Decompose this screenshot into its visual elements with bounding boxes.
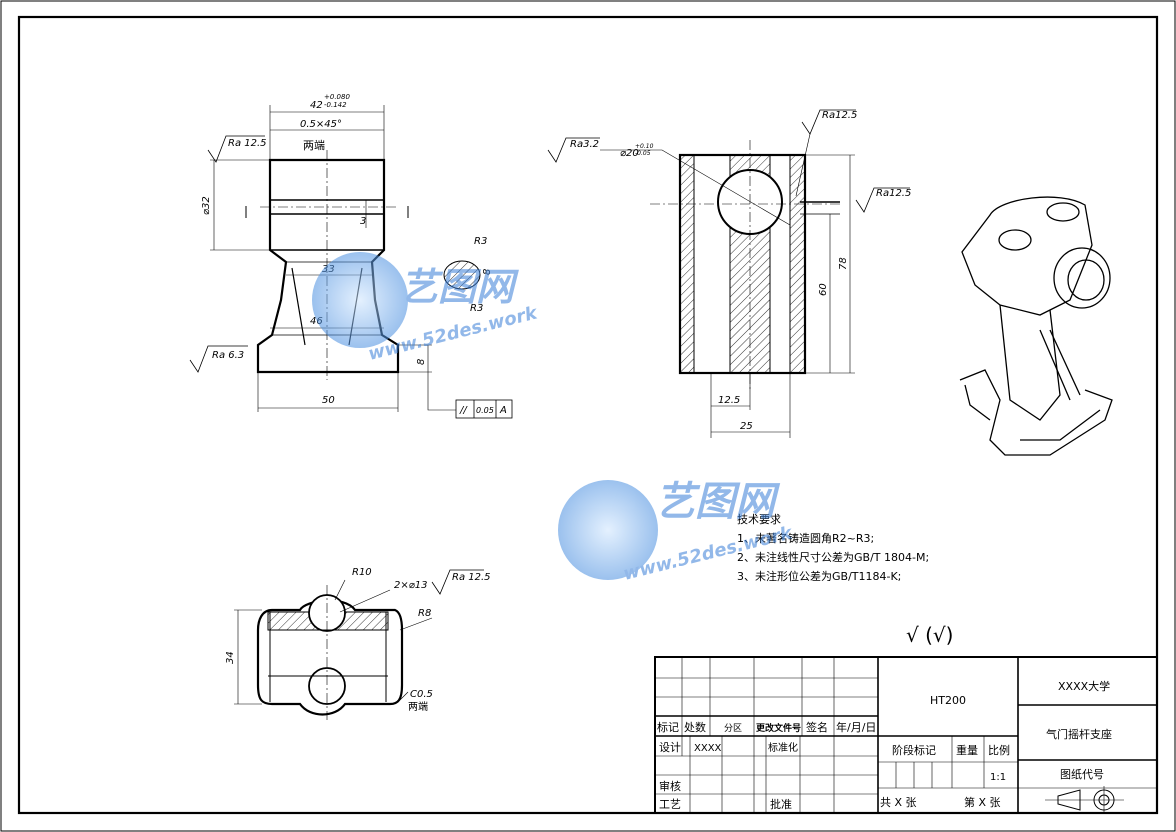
top-dim-34: 34 [225, 651, 236, 664]
tb-count: 处数 [684, 721, 706, 734]
tb-review: 审核 [659, 779, 681, 793]
tb-part-name: 气门摇杆支座 [1046, 727, 1112, 741]
top-ra: Ra 12.5 [452, 572, 491, 583]
dim-fillet-a: R3 [474, 236, 487, 247]
watermark-2: 艺图网 www.52des.work [558, 479, 795, 585]
tb-scale: 1:1 [990, 772, 1006, 783]
side-dim-12-5: 12.5 [718, 395, 740, 406]
side-view: Ra3.2 ⌀20 +0.10 -0.05 Ra12.5 Ra12.5 78 6… [547, 109, 911, 438]
globe-icon [312, 252, 408, 348]
tech-req-item-2: 2、未注线性尺寸公差为GB/T 1804-M; [737, 550, 929, 564]
top-holes: 2×⌀13 [394, 580, 428, 591]
top-view-outline [256, 599, 404, 716]
tb-signature: 签名 [806, 720, 828, 734]
dim-fillet-b: R3 [470, 303, 483, 314]
side-dim-25: 25 [740, 421, 753, 432]
tb-zone: 分区 [724, 723, 742, 734]
dim-chamfer: 0.5×45° [300, 119, 342, 130]
general-roughness-symbol: √ (√) [906, 623, 953, 647]
tb-design: 设计 [659, 741, 681, 754]
isometric-view [959, 196, 1113, 456]
watermark-1: 艺图网 www.52des.work [312, 252, 540, 365]
tb-school: XXXX大学 [1058, 679, 1110, 693]
gdt-tolerance: 0.05 [476, 406, 494, 415]
top-r8: R8 [418, 608, 431, 619]
ra-top: Ra 12.5 [228, 138, 267, 149]
tb-sheet-no: 第 X 张 [964, 795, 1001, 809]
dim-small-step: 3 [360, 216, 366, 227]
watermark-brand-1: 艺图网 [400, 265, 519, 309]
side-bore-tol-lower: -0.05 [635, 150, 651, 157]
side-ra-right: Ra12.5 [876, 188, 911, 199]
tech-requirements: 技术要求 1、未著名铸造圆角R2~R3; 2、未注线性尺寸公差为GB/T 180… [737, 513, 929, 583]
side-height-78: 78 [838, 257, 849, 270]
tb-stage-mark: 阶段标记 [892, 743, 936, 757]
tb-designer: XXXX [694, 743, 722, 754]
dim-lower-width: 46 [310, 316, 323, 327]
tech-req-title: 技术要求 [737, 513, 781, 526]
tb-mark: 标记 [657, 720, 679, 734]
tb-date: 年/月/日 [836, 720, 876, 734]
tb-drawing-no-label: 图纸代号 [1060, 768, 1104, 781]
tech-req-item-1: 1、未著名铸造圆角R2~R3; [737, 531, 874, 545]
tb-weight: 重量 [956, 743, 978, 757]
tech-req-item-3: 3、未注形位公差为GB/T1184-K; [737, 569, 901, 583]
tb-total-sheets: 共 X 张 [880, 796, 917, 809]
dim-base-height: 8 [416, 359, 427, 365]
tb-material: HT200 [930, 694, 966, 707]
tb-scale-label: 比例 [988, 743, 1010, 757]
side-height-60: 60 [818, 283, 829, 296]
top-r10: R10 [352, 567, 372, 578]
top-chamfer-note: 两端 [408, 700, 428, 713]
dim-height-left: ⌀32 [201, 196, 212, 215]
tb-approve: 批准 [770, 797, 792, 811]
title-block [654, 656, 1158, 814]
globe-icon [558, 480, 658, 580]
title-block-text: HT200 XXXX大学 气门摇杆支座 图纸代号 标记 处数 分区 更改文件号 … [657, 679, 1112, 811]
inner-border [17, 15, 1159, 815]
note-both-ends: 两端 [303, 139, 325, 152]
tb-process: 工艺 [659, 798, 681, 811]
top-hole-2 [308, 667, 346, 705]
side-ra-left: Ra3.2 [570, 139, 599, 150]
gdt-symbol: // [459, 405, 468, 416]
top-chamfer: C0.5 [410, 689, 433, 700]
ra-bottom: Ra 6.3 [212, 350, 244, 361]
dim-fillet: 8 [482, 269, 493, 275]
watermark-brand-2: 艺图网 [655, 479, 781, 525]
tb-standardize: 标准化 [768, 741, 798, 754]
dim-top-width-tol-upper: +0.080 [324, 93, 350, 101]
side-bore-dia: ⌀20 [620, 148, 639, 159]
side-ra-top: Ra12.5 [822, 110, 857, 121]
side-bore-tol-upper: +0.10 [635, 143, 654, 150]
top-view: 34 R10 2×⌀13 Ra 12.5 R8 C0.5 两端 [225, 567, 491, 720]
dim-top-width-tol-lower: -0.142 [324, 101, 347, 109]
dim-top-width: 42 [310, 100, 323, 111]
gdt-datum: A [499, 405, 507, 416]
projection-symbol-icon [1045, 786, 1124, 814]
front-view: 42 +0.080 -0.142 0.5×45° 两端 Ra 12.5 ⌀32 … [189, 93, 513, 419]
dim-base-width: 50 [322, 395, 335, 406]
gdt-frame [455, 399, 513, 419]
tb-change-doc: 更改文件号 [756, 722, 801, 734]
